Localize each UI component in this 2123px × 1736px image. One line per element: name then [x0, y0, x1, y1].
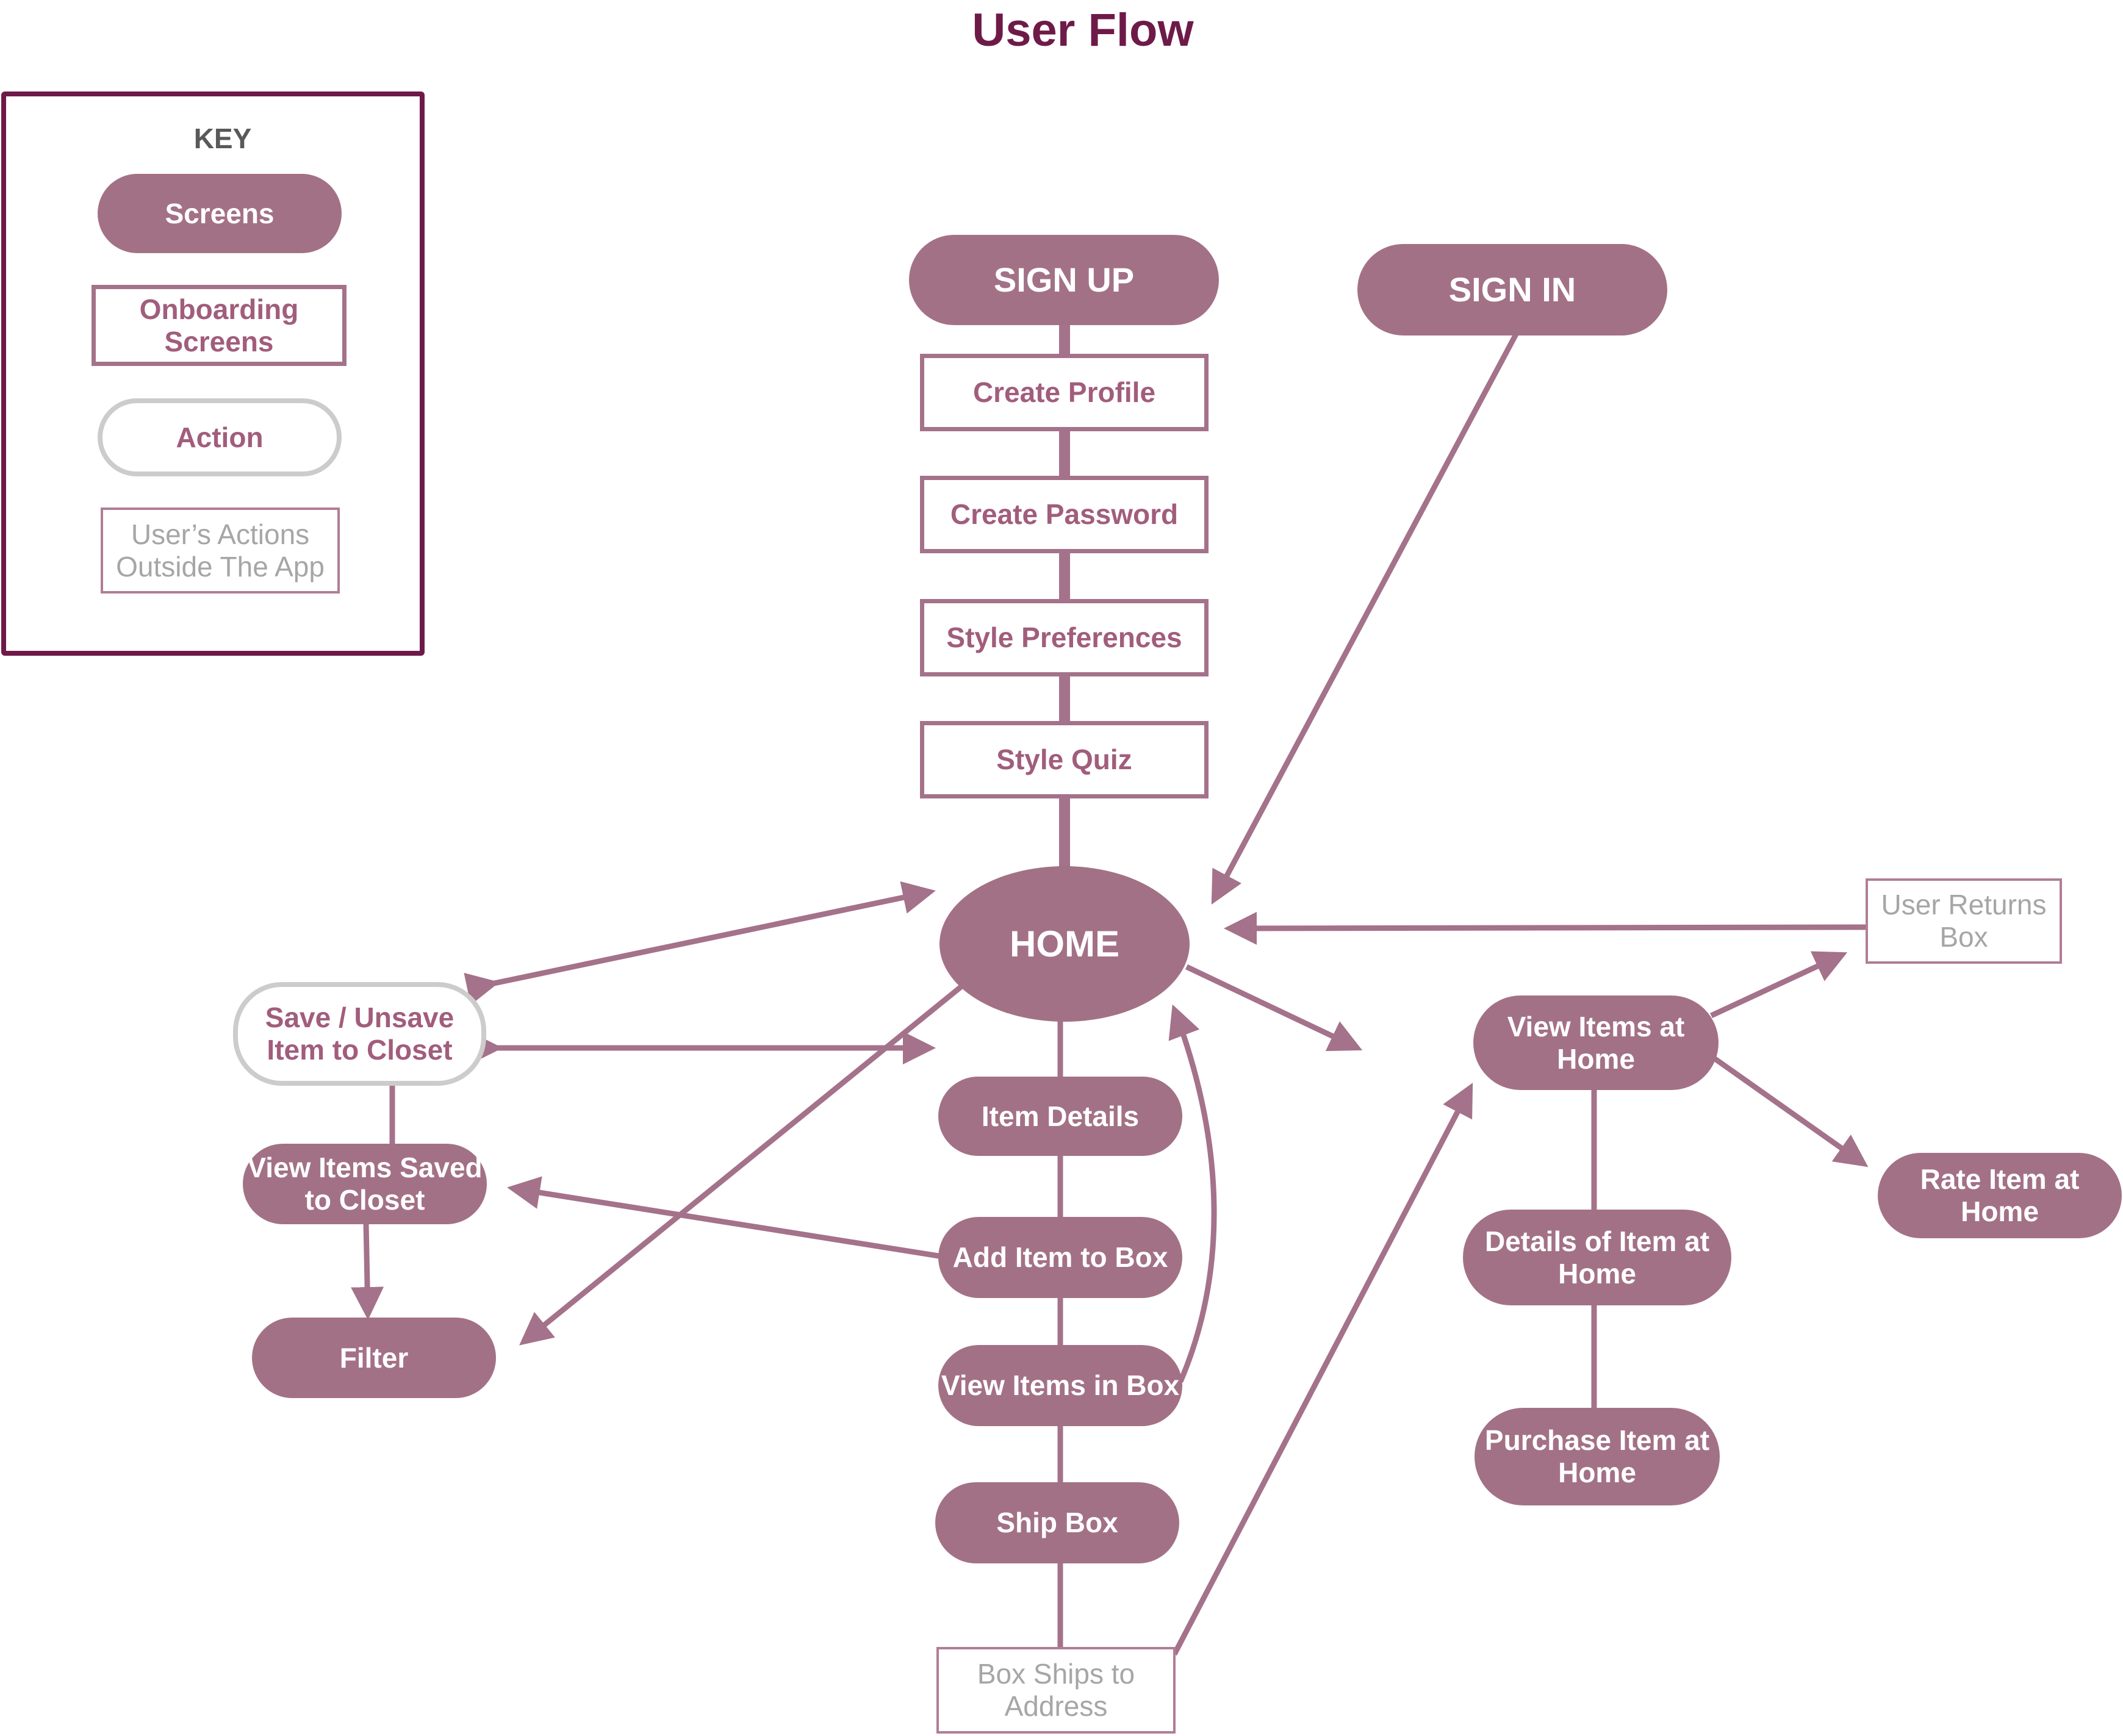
node-view-items-saved: View Items Saved to Closet	[243, 1144, 487, 1224]
key-title: KEY	[193, 123, 252, 154]
key-outside: User’s Actions Outside The App	[101, 508, 340, 594]
key-onboarding: Onboarding Screens	[92, 285, 347, 366]
node-create-profile: Create Profile	[920, 354, 1209, 431]
node-details-of-item-at-home: Details of Item at Home	[1463, 1210, 1731, 1305]
node-rate-item-at-home: Rate Item at Home	[1878, 1153, 2122, 1238]
node-ship-box: Ship Box	[935, 1482, 1179, 1563]
node-create-password: Create Password	[920, 476, 1209, 553]
node-style-quiz: Style Quiz	[920, 721, 1209, 798]
key-panel	[1, 91, 425, 656]
node-view-items-at-home: View Items at Home	[1473, 995, 1719, 1090]
node-style-preferences: Style Preferences	[920, 599, 1209, 676]
node-item-details: Item Details	[938, 1077, 1182, 1156]
node-purchase-item-at-home: Purchase Item at Home	[1475, 1408, 1720, 1505]
node-user-returns-box: User Returns Box	[1866, 878, 2062, 964]
diagram-title: User Flow	[972, 4, 1194, 56]
node-sign-in: SIGN IN	[1357, 244, 1667, 335]
node-home: HOME	[939, 866, 1190, 1022]
node-add-item-to-box: Add Item to Box	[938, 1217, 1182, 1298]
node-sign-up: SIGN UP	[909, 235, 1219, 325]
key-screens: Screens	[98, 174, 342, 253]
key-action: Action	[98, 398, 342, 476]
node-filter: Filter	[252, 1318, 496, 1398]
node-save-unsave: Save / Unsave Item to Closet	[233, 982, 486, 1086]
node-view-items-in-box: View Items in Box	[938, 1345, 1182, 1426]
node-box-ships-to-address: Box Ships to Address	[936, 1647, 1176, 1734]
